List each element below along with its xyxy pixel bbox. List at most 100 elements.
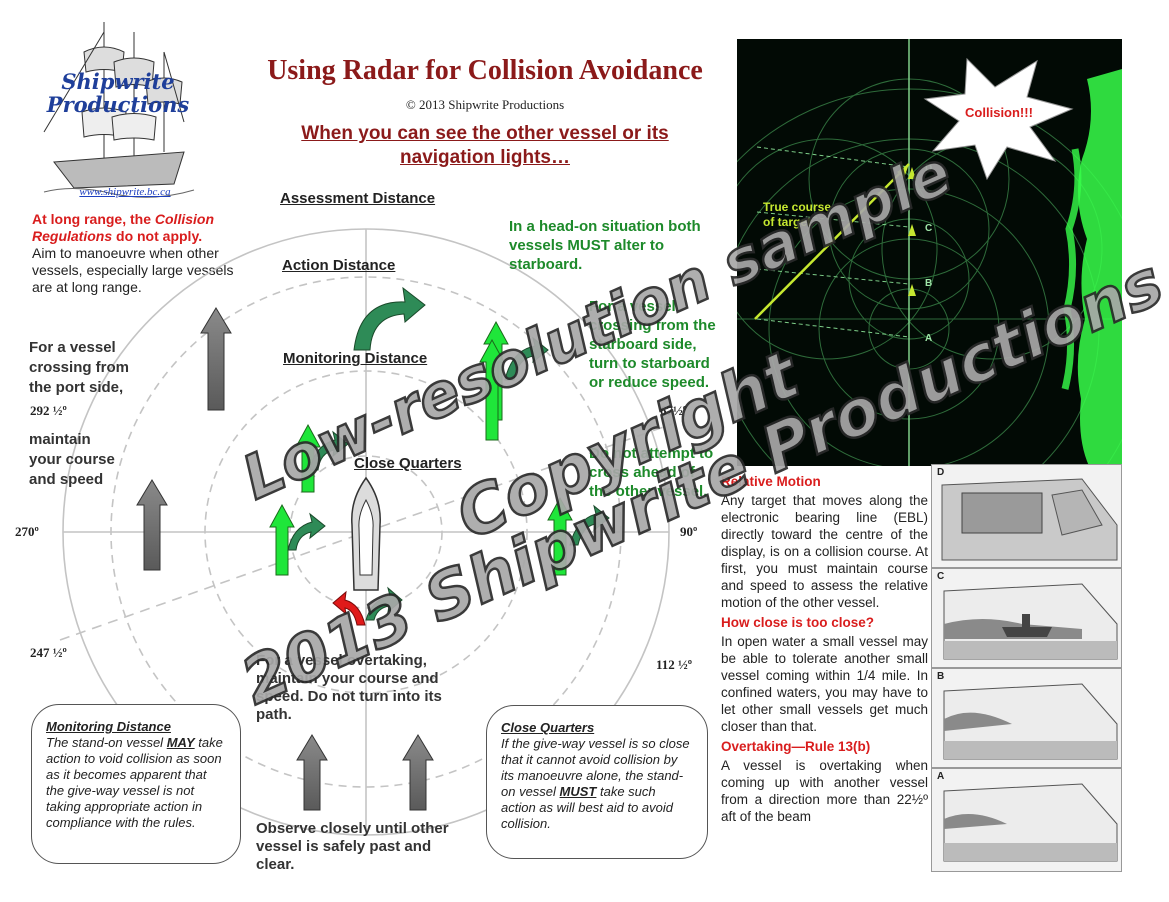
starboard-line5: or reduce speed. <box>589 374 710 391</box>
close-quarters-box: Close Quarters If the give-way vessel is… <box>486 705 708 859</box>
port-side-line2: crossing from <box>29 359 130 376</box>
port-turn-arrow-1 <box>309 430 349 471</box>
overtaking-line2: maintain your course and <box>256 670 439 687</box>
port-arrow-2 <box>269 503 295 576</box>
subtitle-line2: navigation lights… <box>400 147 570 168</box>
monitoring-box-pre: The stand-on vessel <box>46 735 167 750</box>
bearing-270: 270º <box>15 524 39 539</box>
subtitle-line1: When you can see the other vessel or its <box>301 123 669 144</box>
close-box-rest: take such action as will best aid to avo… <box>501 784 673 831</box>
port-arrow-1 <box>295 423 321 493</box>
observe-line2: vessel is safely past and <box>256 838 432 855</box>
bearing-90: 90º <box>680 524 698 539</box>
port-side-line4: maintain <box>29 431 91 448</box>
close-box-must: MUST <box>559 784 597 799</box>
window-view-panel-c: C <box>931 568 1122 668</box>
monitoring-box-heading: Monitoring Distance <box>46 719 171 734</box>
radar-display: D C B A Collision!!! True course of targ… <box>737 39 1122 466</box>
radar-mark-a: A <box>925 333 932 344</box>
head-on-line1: In a head-on situation both <box>509 218 701 235</box>
relative-motion-heading: Relative Motion <box>721 474 821 489</box>
assessment-distance-label: Assessment Distance <box>280 190 436 207</box>
port-side-note: For a vessel crossing from the port side… <box>29 338 129 398</box>
stern-turn-arrow-green <box>365 586 403 621</box>
collision-burst-icon <box>923 57 1074 181</box>
logo-name-line1: Shipwrite <box>61 69 175 94</box>
overtaking-note: For a vessel overtaking, maintain your c… <box>256 652 442 724</box>
collision-diagram <box>59 228 673 836</box>
monitoring-box-may: MAY <box>166 735 195 750</box>
starboard-turn-arrow-1 <box>504 336 549 381</box>
observe-line3: clear. <box>256 856 295 873</box>
radar-screen: D C B A Collision!!! <box>737 39 1122 466</box>
ahead-line1: Do not attempt to <box>589 445 714 462</box>
window-view-b-icon <box>943 683 1118 760</box>
too-close-heading: How close is too close? <box>721 615 875 630</box>
panel-a-label: A <box>937 771 945 782</box>
port-turn-arrow-2 <box>287 512 326 551</box>
head-on-line3: starboard. <box>509 256 583 273</box>
radar-mark-b: B <box>925 278 932 289</box>
close-quarters-label: Close Quarters <box>354 455 462 472</box>
grey-vessel-arrows <box>136 307 434 811</box>
stern-turn-arrow-red <box>332 590 366 626</box>
starboard-turn-arrow-2 <box>569 504 610 546</box>
close-box-body: If the give-way vessel is so close that … <box>501 736 693 832</box>
window-view-panel-a: A <box>931 768 1122 872</box>
monitoring-distance-label: Monitoring Distance <box>283 350 428 367</box>
port-side-line6: and speed <box>29 471 104 488</box>
panel-c-label: C <box>937 571 945 582</box>
bearing-112: 112 ½º <box>656 657 693 672</box>
green-vessel-arrows <box>269 320 573 576</box>
window-view-d-icon <box>941 478 1118 561</box>
overtaking-line3: speed. Do not turn into its <box>256 688 442 705</box>
port-side-line3: the port side, <box>29 379 124 396</box>
too-close-body: In open water a small vessel may be able… <box>721 634 928 734</box>
starboard-crossing-note: For a vessel crossing from the starboard… <box>589 297 716 392</box>
panel-d-label: D <box>937 467 945 478</box>
monitoring-box-rest: take action to void collision as soon as… <box>46 735 223 830</box>
port-side-line5: your course <box>29 451 115 468</box>
long-range-lead-end: do not apply. <box>112 228 203 244</box>
observe-note: Observe closely until other vessel is sa… <box>256 820 449 874</box>
true-course-label: True course of target <box>763 200 832 229</box>
overtaking-arrow-left <box>296 734 328 811</box>
copyright-notice: © 2013 Shipwrite Productions <box>405 97 565 112</box>
collision-label: Collision!!! <box>965 105 1033 120</box>
ship-logo-icon <box>43 22 195 198</box>
starboard-line4: turn to starboard <box>589 355 710 372</box>
radar-mark-c: C <box>925 223 932 234</box>
action-distance-label: Action Distance <box>282 257 396 274</box>
alteration-arrows <box>287 286 610 626</box>
overtaking-line1: For a vessel overtaking, <box>256 652 427 669</box>
head-on-turn-arrow <box>353 286 426 351</box>
starboard-arrow-3 <box>547 496 573 576</box>
page-title: Using Radar for Collision Avoidance <box>267 55 703 86</box>
bearing-67: 67½º <box>660 403 688 418</box>
bearing-292: 292 ½º <box>30 403 67 418</box>
radar-mark-d: D <box>925 163 932 174</box>
true-course-line <box>754 163 910 320</box>
starboard-line3: starboard side, <box>589 336 697 353</box>
overtaking-arrow-right <box>402 734 434 811</box>
long-range-body: Aim to manoeuvre when other vessels, esp… <box>32 245 234 295</box>
monitoring-distance-box: Monitoring Distance The stand-on vessel … <box>31 704 241 864</box>
monitoring-box-body: The stand-on vessel MAY take action to v… <box>46 735 226 831</box>
page-subtitle: When you can see the other vessel or its… <box>240 122 730 170</box>
starboard-arrow-2 <box>479 338 505 441</box>
radar-explanation: Relative Motion Any target that moves al… <box>721 470 928 825</box>
website-link[interactable]: www.shipwrite.bc.ca <box>79 186 171 198</box>
logo-name: Shipwrite Productions <box>28 70 208 116</box>
coastline-echo <box>1077 69 1122 466</box>
overtaking-line4: path. <box>256 706 292 723</box>
own-vessel-icon <box>351 476 381 591</box>
cross-ahead-note: Do not attempt to cross ahead of the oth… <box>589 444 713 501</box>
window-view-panel-d: D <box>931 464 1122 568</box>
logo-name-line2: Productions <box>46 92 190 117</box>
overtaking-rule-body: A vessel is overtaking when coming up wi… <box>721 758 928 824</box>
starboard-line1: For a vessel <box>589 298 676 315</box>
head-on-line2: vessels MUST alter to <box>509 237 665 254</box>
ahead-line3: the other vessel. <box>589 483 708 500</box>
window-view-panel-b: B <box>931 668 1122 768</box>
relative-motion-body: Any target that moves along the electron… <box>721 493 928 610</box>
